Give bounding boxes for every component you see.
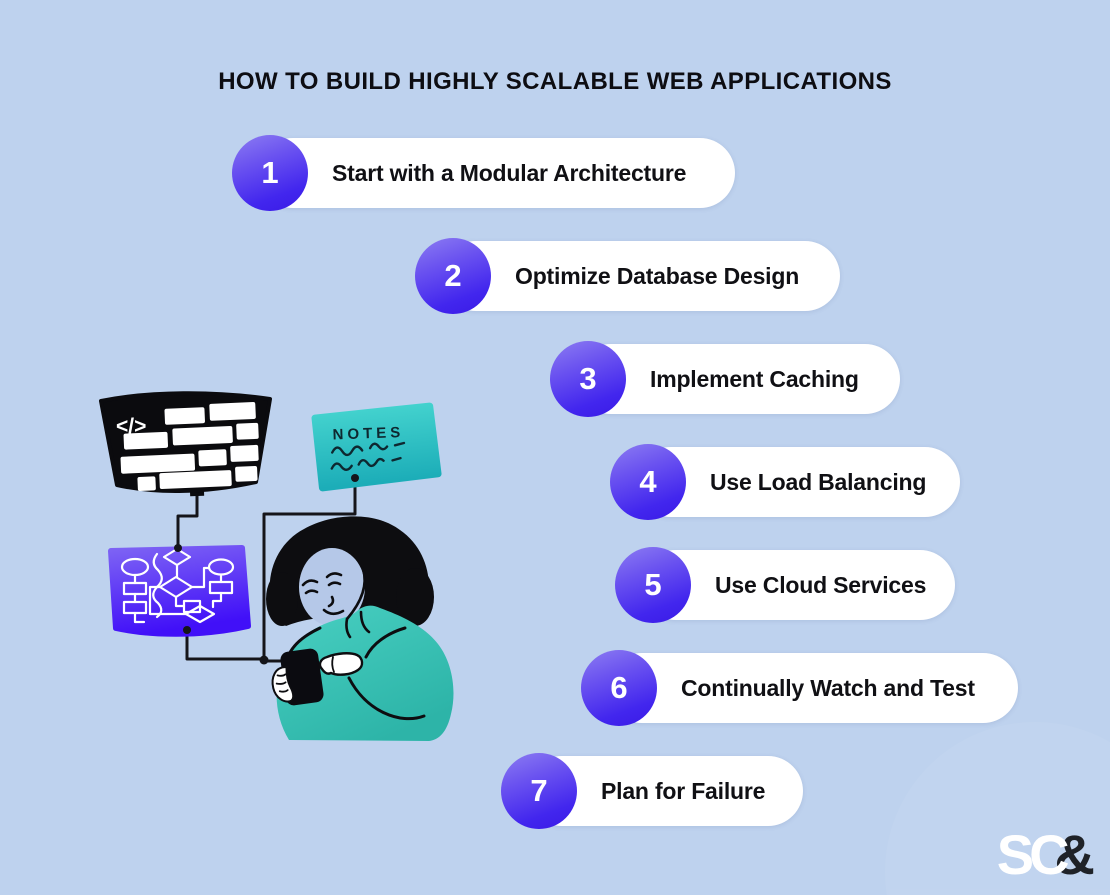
step-number-badge: 5 xyxy=(615,547,691,623)
pointing-hand xyxy=(318,652,364,676)
brand-logo: SC& xyxy=(997,827,1095,883)
step-label: Start with a Modular Architecture xyxy=(332,159,687,186)
step-label: Implement Caching xyxy=(650,365,859,392)
flowchart-shapes xyxy=(120,547,235,624)
step-label: Use Cloud Services xyxy=(715,571,927,598)
step-label: Plan for Failure xyxy=(601,777,766,804)
step-number-badge: 6 xyxy=(581,650,657,726)
step-label: Use Load Balancing xyxy=(710,468,927,495)
step-label: Optimize Database Design xyxy=(515,262,800,289)
step-pill: 4 Use Load Balancing xyxy=(610,444,960,520)
step-pill: 1 Start with a Modular Architecture xyxy=(232,135,735,211)
step-number-badge: 3 xyxy=(550,341,626,417)
person-illustration xyxy=(262,516,454,741)
step-number-badge: 2 xyxy=(415,238,491,314)
step-pill: 5 Use Cloud Services xyxy=(615,547,955,623)
notes-sticky: NOTES xyxy=(311,402,442,492)
face xyxy=(299,548,365,626)
step-number-badge: 1 xyxy=(232,135,308,211)
illustration: </> NOTES xyxy=(99,391,454,741)
code-icon: </> xyxy=(116,415,146,438)
step-pill: 2 Optimize Database Design xyxy=(415,238,840,314)
step-label: Continually Watch and Test xyxy=(681,674,975,701)
notes-scribbles xyxy=(330,441,406,471)
step-pill: 6 Continually Watch and Test xyxy=(581,650,1018,726)
code-lines xyxy=(120,401,259,492)
jaw-neck-lines xyxy=(345,567,371,639)
phone-icon xyxy=(271,648,324,706)
code-window-illustration: </> xyxy=(99,391,272,497)
step-number-badge: 7 xyxy=(501,753,577,829)
step-pill: 3 Implement Caching xyxy=(550,341,900,417)
step-number-badge: 4 xyxy=(610,444,686,520)
logo-text-sc: SC xyxy=(996,823,1070,886)
sweater xyxy=(276,605,454,741)
notes-title: NOTES xyxy=(332,424,404,443)
face-features xyxy=(301,572,345,616)
step-pill: 7 Plan for Failure xyxy=(501,753,803,829)
flowchart-panel xyxy=(108,545,251,637)
page-title: HOW TO BUILD HIGHLY SCALABLE WEB APPLICA… xyxy=(218,68,892,96)
connector-lines xyxy=(176,477,357,661)
logo-ampersand: & xyxy=(1054,823,1096,886)
